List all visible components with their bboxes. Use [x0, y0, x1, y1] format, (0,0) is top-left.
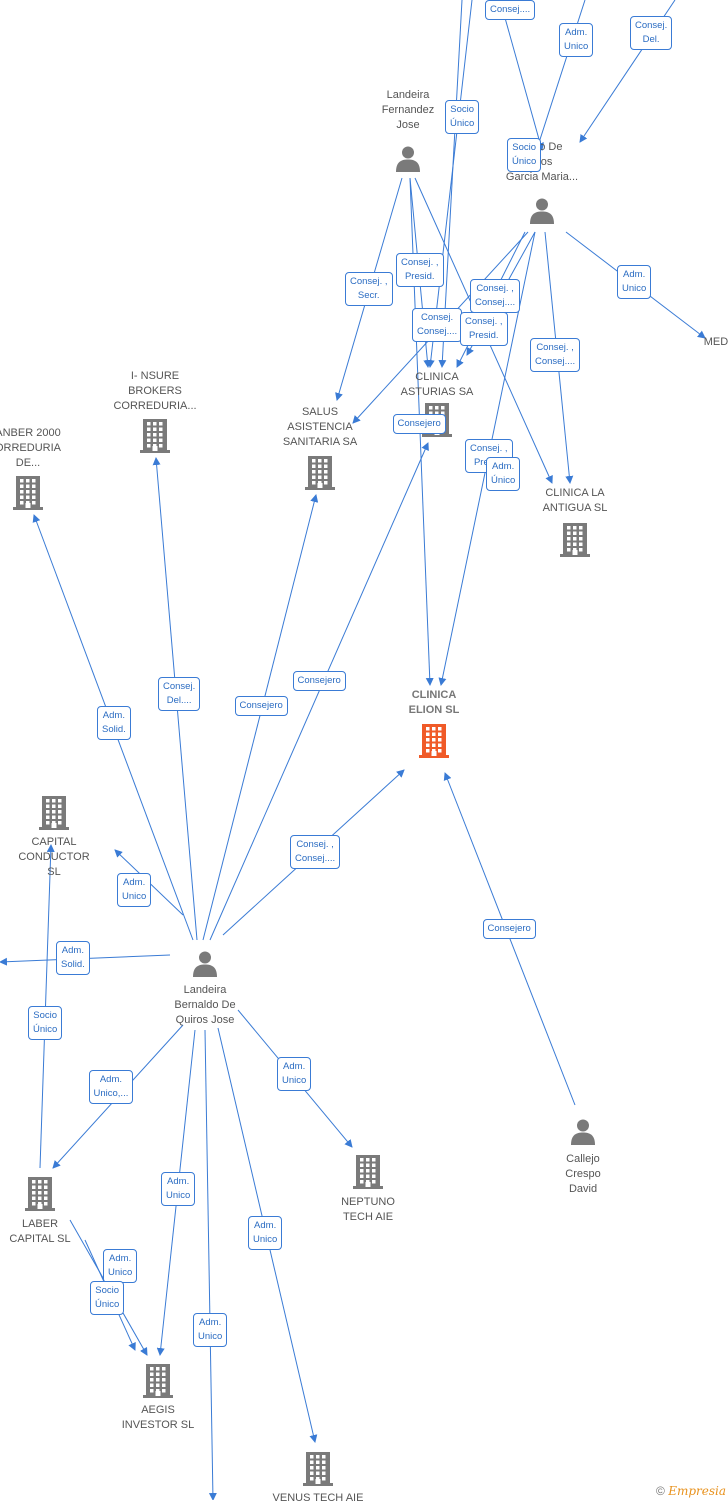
edge-offscreen-top-to-bernaldo-garcia — [499, 0, 544, 151]
node-label: Landeira Bernaldo De Quiros Jose — [174, 984, 236, 1026]
relation-badge[interactable]: Adm. Unico,... — [88, 1070, 134, 1104]
edge-landeira-bernaldo-to-offscreen-bottom — [204, 1029, 217, 1500]
relation-badge[interactable]: Consej.... — [485, 0, 536, 20]
relation-badge[interactable]: Consej. , Presid. — [396, 253, 444, 287]
edge-landeira-bernaldo-to-clinica-asturias — [209, 442, 429, 941]
node-label: CAPITAL CONDUCTOR SL — [18, 836, 90, 878]
relation-badge[interactable]: Socio Único — [28, 1006, 63, 1040]
building-icon — [140, 419, 170, 458]
building-icon — [39, 796, 69, 835]
building-icon — [353, 1155, 383, 1194]
edge-landeira-fernandez-to-clinica-asturias — [438, 0, 463, 368]
person-icon — [528, 196, 556, 229]
building-icon — [305, 456, 335, 495]
relation-badge[interactable]: Adm. Unico — [248, 1216, 283, 1250]
node-label: ...ldo De ...os Garcia Maria... — [505, 141, 579, 183]
relation-badge[interactable]: Consej. Consej.... — [412, 308, 463, 342]
person-icon — [191, 949, 219, 982]
copyright-symbol: © — [656, 1484, 665, 1498]
relation-badge[interactable]: Consejero — [482, 919, 536, 939]
relation-badge[interactable]: Adm. Unico — [117, 873, 152, 907]
relation-badge[interactable]: Socio Único — [445, 100, 480, 134]
building-icon — [419, 724, 449, 763]
relation-badge[interactable]: Socio Único — [507, 138, 542, 172]
relation-badge[interactable]: Consejero — [392, 414, 446, 434]
node-label: VENUS TECH AIE — [272, 1492, 364, 1504]
building-icon — [143, 1364, 173, 1403]
relation-badge[interactable]: Socio Único — [90, 1281, 125, 1315]
relation-badge[interactable]: Consejero — [292, 671, 346, 691]
node-label: SALUS ASISTENCIA SANITARIA SA — [282, 406, 358, 448]
relation-badge[interactable]: Adm. Unico — [103, 1249, 138, 1283]
node-label: AEGIS INVESTOR SL — [121, 1404, 195, 1431]
node-label: I- NSURE BROKERS CORREDURIA... — [113, 370, 197, 412]
relation-badge[interactable]: Consej. , Presid. — [460, 312, 508, 346]
relation-badge[interactable]: Adm. Solid. — [56, 941, 90, 975]
copyright: © Empresia — [656, 1484, 726, 1498]
node-label: Landeira Fernandez Jose — [381, 89, 435, 131]
node-label: Callejo Crespo David — [565, 1153, 601, 1195]
relation-badge[interactable]: Adm. Unico — [617, 265, 652, 299]
building-icon — [13, 476, 43, 515]
relation-badge[interactable]: Adm. Único — [486, 457, 521, 491]
relation-badge[interactable]: Adm. Unico — [161, 1172, 196, 1206]
relation-badge[interactable]: Consejero — [234, 696, 288, 716]
building-icon — [303, 1452, 333, 1491]
node-label: MED — [703, 336, 728, 348]
relation-badge[interactable]: Adm. Unico — [277, 1057, 312, 1091]
node-label: CLINICA LA ANTIGUA SL — [542, 487, 608, 514]
node-label: CLINICA ELION SL — [408, 689, 460, 716]
relation-badge[interactable]: Adm. Unico — [559, 23, 594, 57]
person-icon — [394, 144, 422, 177]
edge-callejo-to-clinica-elion — [443, 772, 576, 1106]
relation-badge[interactable]: Consej. , Consej.... — [290, 835, 341, 869]
edge-landeira-bernaldo-to-salus — [202, 494, 319, 941]
node-label: NEPTUNO TECH AIE — [341, 1196, 395, 1223]
relation-badge[interactable]: Adm. Unico — [193, 1313, 228, 1347]
brand-logo: Empresia — [668, 1484, 726, 1498]
relation-badge[interactable]: Consej. , Consej.... — [530, 338, 581, 372]
node-label: ANBER 2000 ORREDURIA DE... — [0, 427, 61, 469]
relation-badge[interactable]: Adm. Solid. — [97, 706, 131, 740]
node-label: LABER CAPITAL SL — [9, 1218, 71, 1245]
relation-badge[interactable]: Consej. , Consej.... — [470, 279, 521, 313]
relation-badge[interactable]: Consej. Del.... — [158, 677, 201, 711]
relation-badge[interactable]: Consej. , Secr. — [345, 272, 393, 306]
node-label: CLINICA ASTURIAS SA — [400, 371, 474, 398]
person-icon — [569, 1117, 597, 1150]
building-icon — [25, 1177, 55, 1216]
edge-offscreen-top-to-clinica-asturias — [426, 0, 473, 368]
relation-badge[interactable]: Consej. Del. — [630, 16, 673, 50]
building-icon — [560, 523, 590, 562]
